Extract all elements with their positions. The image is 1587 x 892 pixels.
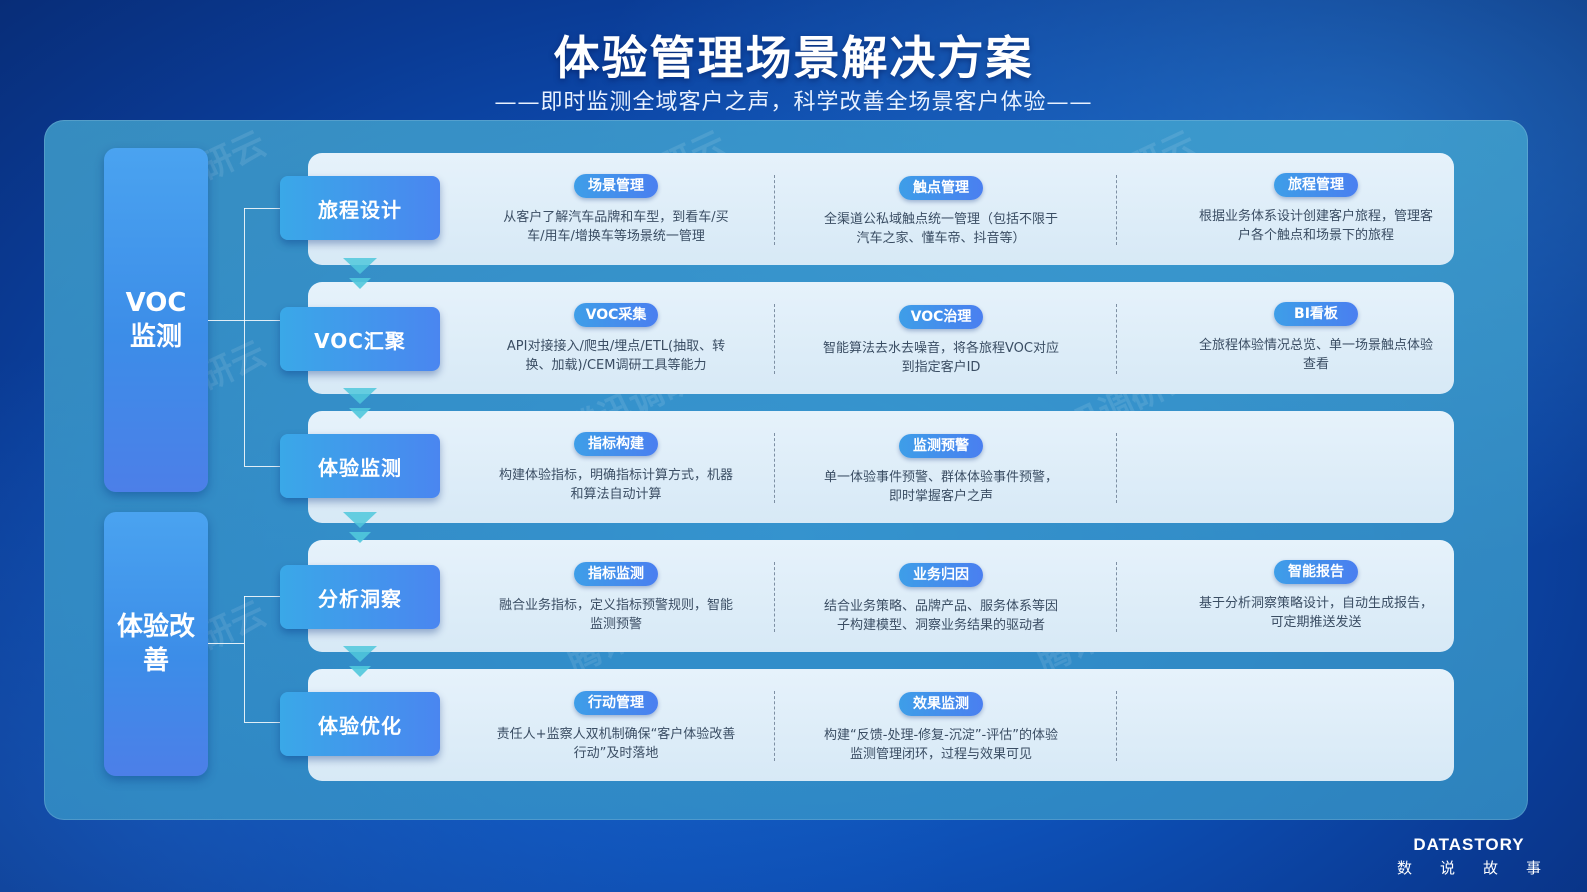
column-divider: [774, 562, 775, 632]
column-divider: [1116, 433, 1117, 503]
feature-tag: 智能报告: [1274, 560, 1358, 584]
feature-description: 基于分析洞察策略设计，自动生成报告，可定期推送发送: [1198, 596, 1433, 630]
stage-row-experience-optimization: [308, 669, 1454, 781]
stage-row-voc-aggregation: [308, 282, 1454, 394]
feature-tag: 指标监测: [574, 562, 658, 586]
feature-tag: 旅程管理: [1274, 173, 1358, 197]
feature-tag: 业务归因: [899, 563, 983, 587]
feature-cell: 行动管理 责任人+监察人双机制确保“客户体验改善行动”及时落地: [486, 691, 746, 763]
feature-cell: VOC采集 API对接接入/爬虫/埋点/ETL(抽取、转换、加载)/CEM调研工…: [486, 303, 746, 375]
stage-voc-aggregation: VOC汇聚: [280, 307, 440, 371]
feature-tag: 效果监测: [899, 692, 983, 716]
feature-tag: 指标构建: [574, 432, 658, 456]
feature-cell: BI看板 全旅程体验情况总览、单一场景触点体验查看: [1186, 302, 1446, 374]
feature-description: 智能算法去水去噪音，将各旅程VOC对应到指定客户ID: [823, 341, 1059, 375]
feature-cell: 场景管理 从客户了解汽车品牌和车型，到看车/买车/用车/增换车等场景统一管理: [486, 174, 746, 246]
feature-description: 根据业务体系设计创建客户旅程，管理客户各个触点和场景下的旅程: [1198, 209, 1433, 243]
stage-experience-optimization: 体验优化: [280, 692, 440, 756]
down-arrow-icon: [349, 532, 371, 543]
brand-logo: DATASTORY 数说故事: [1369, 835, 1569, 878]
connector-line: [244, 596, 245, 722]
feature-tag: 触点管理: [899, 176, 983, 200]
feature-description: 构建“反馈-处理-修复-沉淀”-评估”的体验监测管理闭环，过程与效果可见: [824, 728, 1058, 762]
down-arrow-icon: [349, 408, 371, 419]
stage-experience-monitoring: 体验监测: [280, 434, 440, 498]
page-subtitle: ——即时监测全域客户之声，科学改善全场景客户体验——: [494, 90, 1093, 115]
column-divider: [774, 433, 775, 503]
feature-cell: VOC治理 智能算法去水去噪音，将各旅程VOC对应到指定客户ID: [811, 305, 1071, 377]
down-arrow-icon: [343, 512, 377, 528]
feature-description: 单一体验事件预警、群体体验事件预警，即时掌握客户之声: [823, 470, 1058, 504]
group-label: VOC监测: [125, 288, 187, 352]
column-divider: [1116, 304, 1117, 374]
feature-description: API对接接入/爬虫/埋点/ETL(抽取、转换、加载)/CEM调研工具等能力: [506, 339, 726, 373]
stage-row-journey-design: [308, 153, 1454, 265]
down-arrow-icon: [343, 646, 377, 662]
connector-line: [244, 466, 280, 467]
feature-description: 构建体验指标，明确指标计算方式，机器和算法自动计算: [498, 468, 733, 502]
feature-description: 从客户了解汽车品牌和车型，到看车/买车/用车/增换车等场景统一管理: [503, 210, 729, 244]
feature-description: 责任人+监察人双机制确保“客户体验改善行动”及时落地: [496, 727, 736, 761]
feature-cell: 旅程管理 根据业务体系设计创建客户旅程，管理客户各个触点和场景下的旅程: [1186, 173, 1446, 245]
feature-description: 融合业务指标，定义指标预警规则，智能监测预警: [498, 598, 733, 632]
down-arrow-icon: [349, 278, 371, 289]
feature-cell: 监测预警 单一体验事件预警、群体体验事件预警，即时掌握客户之声: [811, 434, 1071, 506]
feature-cell: 指标监测 融合业务指标，定义指标预警规则，智能监测预警: [486, 562, 746, 634]
feature-tag: 监测预警: [899, 434, 983, 458]
feature-cell: 业务归因 结合业务策略、品牌产品、服务体系等因子构建模型、洞察业务结果的驱动者: [811, 563, 1071, 635]
feature-cell: 效果监测 构建“反馈-处理-修复-沉淀”-评估”的体验监测管理闭环，过程与效果可…: [811, 692, 1071, 764]
feature-cell: 指标构建 构建体验指标，明确指标计算方式，机器和算法自动计算: [486, 432, 746, 504]
feature-cell: 智能报告 基于分析洞察策略设计，自动生成报告，可定期推送发送: [1186, 560, 1446, 632]
feature-tag: VOC治理: [899, 305, 983, 329]
down-arrow-icon: [349, 666, 371, 677]
column-divider: [774, 691, 775, 761]
connector-line: [244, 208, 280, 209]
column-divider: [774, 175, 775, 245]
feature-tag: VOC采集: [574, 303, 658, 327]
down-arrow-icon: [343, 258, 377, 274]
group-voc-monitoring: VOC监测: [104, 148, 208, 492]
page-title: 体验管理场景解决方案: [553, 31, 1034, 85]
column-divider: [774, 304, 775, 374]
logo-subtitle: 数说故事: [1396, 859, 1569, 877]
stage-row-experience-monitoring: [308, 411, 1454, 523]
feature-tag: BI看板: [1274, 302, 1358, 326]
connector-line: [208, 643, 244, 644]
column-divider: [1116, 175, 1117, 245]
connector-line: [244, 320, 280, 321]
logo-wordmark: DATASTORY: [1413, 835, 1525, 854]
feature-tag: 场景管理: [574, 174, 658, 198]
group-experience-improvement: 体验改善: [104, 512, 208, 776]
stage-journey-design: 旅程设计: [280, 176, 440, 240]
feature-description: 结合业务策略、品牌产品、服务体系等因子构建模型、洞察业务结果的驱动者: [823, 599, 1058, 633]
connector-line: [244, 722, 280, 723]
connector-line: [244, 596, 280, 597]
column-divider: [1116, 562, 1117, 632]
connector-line: [208, 320, 244, 321]
feature-description: 全旅程体验情况总览、单一场景触点体验查看: [1198, 338, 1433, 372]
feature-cell: 触点管理 全渠道公私域触点统一管理（包括不限于汽车之家、懂车帝、抖音等）: [811, 176, 1071, 248]
column-divider: [1116, 691, 1117, 761]
group-label: 体验改善: [116, 612, 195, 676]
stage-row-analysis-insight: [308, 540, 1454, 652]
feature-description: 全渠道公私域触点统一管理（包括不限于汽车之家、懂车帝、抖音等）: [823, 212, 1058, 246]
connector-line: [244, 208, 245, 466]
stage-analysis-insight: 分析洞察: [280, 565, 440, 629]
down-arrow-icon: [343, 388, 377, 404]
feature-tag: 行动管理: [574, 691, 658, 715]
